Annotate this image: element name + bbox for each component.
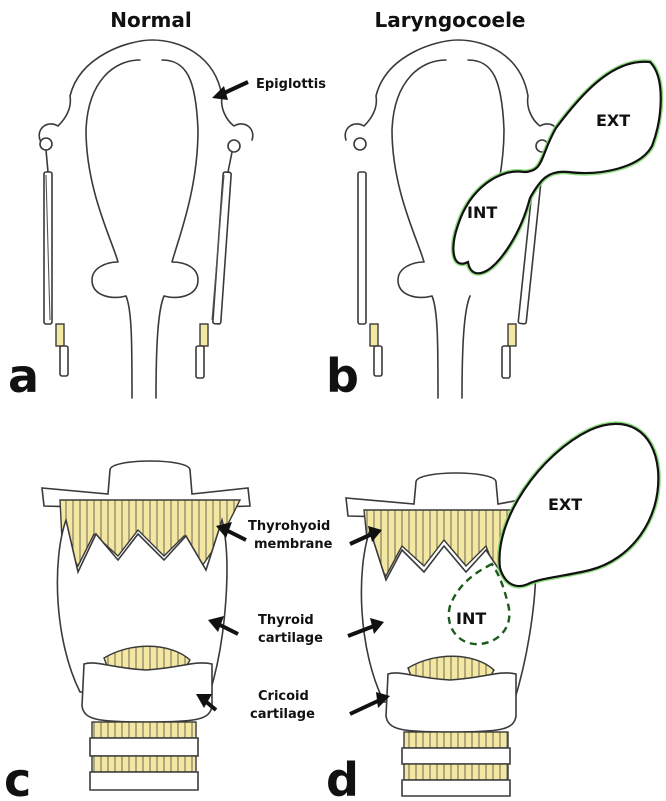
panel-label-b: b bbox=[326, 349, 359, 403]
label-cricoid-c-2: cartilage bbox=[250, 707, 315, 722]
panel-label-c: c bbox=[4, 753, 31, 801]
panel-a-normal-larynx-coronal: Epiglottis bbox=[39, 40, 326, 398]
label-ext-d: EXT bbox=[548, 495, 582, 514]
label-epiglottis: Epiglottis bbox=[256, 77, 326, 92]
panel-label-d: d bbox=[326, 753, 359, 801]
label-thyroid-c-2: cartilage bbox=[258, 631, 323, 646]
panel-c-normal-larynx-frontal: Thyrohyoid membrane Thyroid cartilage Cr… bbox=[42, 461, 333, 790]
panel-label-a: a bbox=[8, 349, 39, 403]
title-laryngocoele: Laryngocoele bbox=[374, 8, 525, 32]
panel-b-laryngocoele-coronal: EXT INT bbox=[345, 40, 661, 398]
label-int-d: INT bbox=[456, 609, 486, 628]
label-thyrohyoid-c-2: membrane bbox=[254, 537, 333, 552]
label-ext-b: EXT bbox=[596, 111, 630, 130]
title-normal: Normal bbox=[110, 8, 192, 32]
label-cricoid-c-1: Cricoid bbox=[258, 689, 309, 704]
panel-d-laryngocoele-frontal: EXT INT bbox=[346, 424, 658, 796]
label-thyroid-c-1: Thyroid bbox=[258, 613, 314, 628]
label-thyrohyoid-c-1: Thyrohyoid bbox=[248, 519, 330, 534]
label-int-b: INT bbox=[467, 203, 497, 222]
